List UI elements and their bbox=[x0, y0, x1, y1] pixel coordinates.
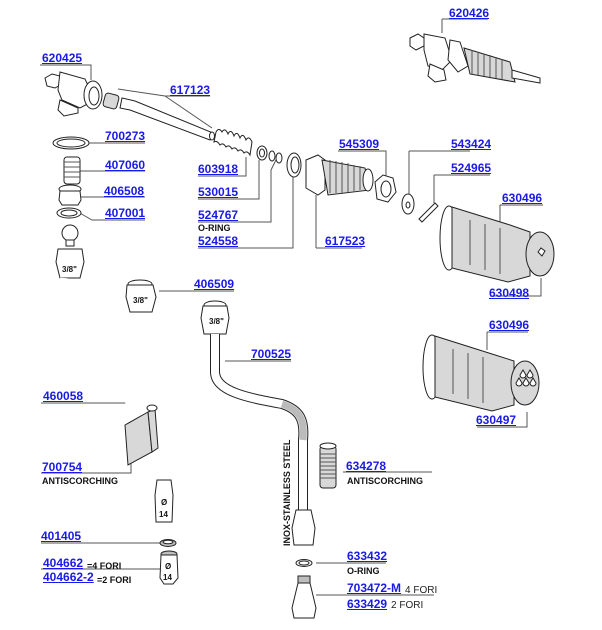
diameter-symbol-2: Ø bbox=[165, 562, 171, 571]
part-label-617523[interactable]: 617523 bbox=[325, 234, 366, 248]
part-label-401405[interactable]: 401405 bbox=[41, 529, 82, 543]
part-label-630496-bottom[interactable]: 630496 bbox=[489, 318, 530, 332]
drops-icon bbox=[515, 369, 537, 387]
part-545309-nut bbox=[374, 174, 397, 203]
part-label-404662[interactable]: 404662 bbox=[43, 556, 84, 570]
part-label-603918[interactable]: 603918 bbox=[198, 162, 239, 176]
part-524965-split-pin bbox=[418, 202, 439, 223]
part-label-460058[interactable]: 460058 bbox=[43, 389, 84, 403]
thread-mark-700525: 3/8" bbox=[209, 317, 224, 326]
part-630496-knob-630497 bbox=[422, 334, 540, 412]
part-label-407001[interactable]: 407001 bbox=[105, 206, 146, 220]
part-label-530015[interactable]: 530015 bbox=[198, 185, 239, 199]
part-620425-valve-body bbox=[44, 71, 103, 117]
part-label-545309[interactable]: 545309 bbox=[339, 137, 380, 151]
part-label-633429[interactable]: 633429 bbox=[347, 597, 388, 611]
thread-mark-406509: 3/8" bbox=[133, 296, 148, 305]
part-label-406508[interactable]: 406508 bbox=[104, 184, 145, 198]
part-543424-washer bbox=[401, 193, 415, 215]
part-label-630497[interactable]: 630497 bbox=[476, 413, 517, 427]
part-603918-spring bbox=[213, 129, 253, 157]
diameter-value-1: 14 bbox=[159, 510, 168, 519]
leader-lines bbox=[40, 18, 543, 596]
part-label-700273[interactable]: 700273 bbox=[105, 129, 146, 143]
part-label-524558[interactable]: 524558 bbox=[198, 234, 239, 248]
part-703472-m-nozzle bbox=[291, 575, 317, 619]
part-633432-o-ring bbox=[295, 559, 313, 567]
part-label-543424[interactable]: 543424 bbox=[451, 137, 492, 151]
part-ball-joint-left: 3/8" bbox=[55, 224, 85, 279]
part-700525-hose: 3/8" bbox=[200, 300, 316, 546]
part-407060-spring bbox=[63, 156, 81, 185]
part-406509-nut: 3/8" bbox=[125, 279, 157, 313]
part-700273-o-ring bbox=[52, 136, 90, 150]
part-404662-nozzle: Ø 14 bbox=[159, 550, 179, 585]
part-label-634278[interactable]: 634278 bbox=[346, 459, 387, 473]
part-634278-antiscorching-sleeve bbox=[319, 442, 337, 489]
note-634278-antiscorching: ANTISCORCHING bbox=[347, 476, 423, 486]
part-620426-valve-assembly bbox=[409, 33, 541, 84]
part-label-406509[interactable]: 406509 bbox=[194, 277, 235, 291]
note-524767-o-ring: O-RING bbox=[198, 223, 231, 233]
note-703472-m-4-fori: 4 FORI bbox=[405, 585, 438, 596]
note-404662-4-fori: =4 FORI bbox=[87, 561, 122, 571]
part-530015-bushing bbox=[256, 145, 268, 161]
part-label-703472-m[interactable]: 703472-M bbox=[347, 581, 402, 595]
part-407001-o-ring bbox=[56, 207, 82, 219]
part-524558-washer bbox=[286, 152, 302, 178]
part-617523-threaded-bushing bbox=[305, 154, 374, 196]
part-label-524767[interactable]: 524767 bbox=[198, 208, 239, 222]
part-label-633432[interactable]: 633432 bbox=[347, 549, 388, 563]
part-label-524965[interactable]: 524965 bbox=[451, 161, 492, 175]
part-label-620425[interactable]: 620425 bbox=[42, 51, 83, 65]
note-700754-antiscorching: ANTISCORCHING bbox=[42, 476, 118, 486]
note-404662-2-2-fori: =2 FORI bbox=[97, 575, 132, 585]
part-630496-knob-630498 bbox=[439, 205, 555, 283]
part-label-407060[interactable]: 407060 bbox=[105, 158, 146, 172]
hose-material-label: INOX-STAINLESS STEEL bbox=[282, 439, 292, 546]
diameter-symbol-1: Ø bbox=[161, 498, 167, 507]
note-633429-2-fori: 2 FORI bbox=[391, 600, 424, 611]
thread-mark-left: 3/8" bbox=[62, 265, 77, 274]
part-406508-seat bbox=[58, 184, 82, 206]
part-label-630498[interactable]: 630498 bbox=[489, 286, 530, 300]
part-401405-gasket bbox=[159, 539, 177, 547]
part-label-404662-2[interactable]: 404662-2 bbox=[43, 570, 94, 584]
note-633432-o-ring: O-RING bbox=[347, 566, 380, 576]
part-label-700525[interactable]: 700525 bbox=[251, 347, 292, 361]
part-label-630496-top[interactable]: 630496 bbox=[502, 191, 543, 205]
diameter-value-2: 14 bbox=[163, 573, 172, 582]
part-label-700754[interactable]: 700754 bbox=[42, 460, 83, 474]
part-617123-valve-stem bbox=[102, 92, 215, 141]
part-label-620426[interactable]: 620426 bbox=[449, 6, 490, 20]
part-label-617123[interactable]: 617123 bbox=[170, 83, 211, 97]
part-524767-o-ring bbox=[268, 150, 283, 164]
part-700754-antiscorching bbox=[124, 404, 159, 466]
